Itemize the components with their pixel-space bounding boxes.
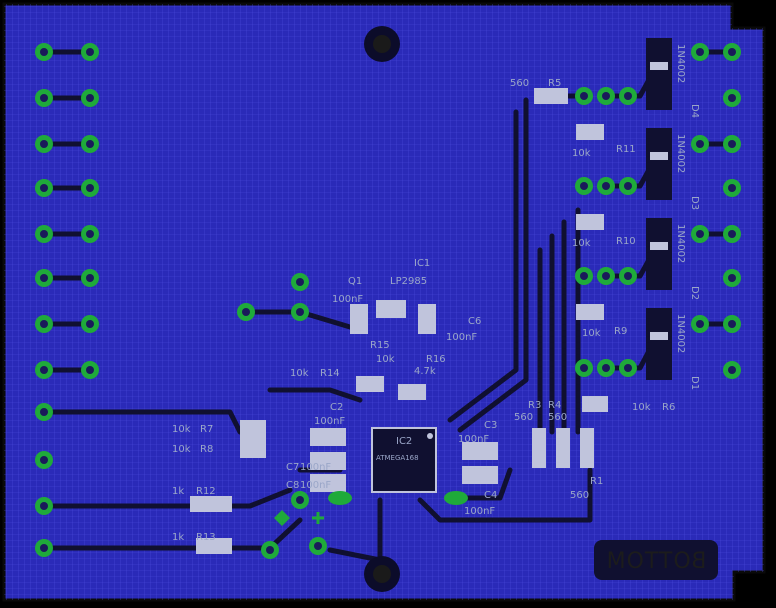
label-r14-value: 10k — [290, 368, 309, 379]
label-r3-value: 560 — [514, 412, 533, 423]
label-r16-value: 4.7k — [414, 366, 436, 377]
label-d4-value: 1N4002 — [675, 44, 686, 83]
label-r11-ref: R11 — [616, 144, 636, 155]
label-q1-ref: Q1 — [348, 276, 362, 287]
label-r11-value: 10k — [572, 148, 591, 159]
label-d2-ref: D2 — [689, 286, 700, 300]
label-r15-value: 10k — [376, 354, 395, 365]
label-r13-ref: R13 — [196, 532, 216, 543]
label-c3-value: 100nF — [458, 434, 489, 445]
label-r4-value: 560 — [548, 412, 567, 423]
label-r13-value: 1k — [172, 532, 184, 543]
label-c6-value: 100nF — [446, 332, 477, 343]
silkscreen-labels: R5 560 R11 10k R10 10k R9 10k R6 10k R4 … — [172, 78, 675, 543]
label-ic2-value: ATMEGA168 — [376, 454, 419, 462]
label-d2-value: 1N4002 — [675, 224, 686, 263]
bottom-side-marker: BOTTOM — [594, 540, 718, 580]
label-ic2-ref: IC2 — [396, 436, 412, 447]
label-r8-ref: R8 — [200, 444, 213, 455]
label-r12-value: 1k — [172, 486, 184, 497]
label-ic1-ref: IC1 — [414, 258, 430, 269]
vias — [261, 491, 468, 559]
label-c6-ref: C6 — [468, 316, 481, 327]
mounting-holes — [364, 26, 400, 592]
label-r8-value: 10k — [172, 444, 191, 455]
label-d3-value: 1N4002 — [675, 134, 686, 173]
diode-bodies — [646, 38, 672, 380]
label-c4-ref: C4 — [484, 490, 497, 501]
label-r4-ref: R4 — [548, 400, 561, 411]
label-ic1-value: LP2985 — [390, 276, 427, 287]
label-r10-value: 10k — [572, 238, 591, 249]
label-r5-ref: R5 — [548, 78, 561, 89]
label-r15-ref: R15 — [370, 340, 390, 351]
label-r1-value: 560 — [570, 490, 589, 501]
label-c8-value: 100nF — [300, 480, 331, 491]
bottom-side-label: BOTTOM — [606, 549, 707, 574]
smd-footprints — [190, 88, 608, 554]
label-r12-ref: R12 — [196, 486, 216, 497]
label-r14-ref: R14 — [320, 368, 340, 379]
label-r7-ref: R7 — [200, 424, 213, 435]
label-r10-ref: R10 — [616, 236, 636, 247]
label-c4-value: 100nF — [464, 506, 495, 517]
label-d4-ref: D4 — [689, 104, 700, 118]
label-c3-ref: C3 — [484, 420, 497, 431]
label-r7-value: 10k — [172, 424, 191, 435]
ic2-package — [371, 427, 437, 493]
label-r3-ref: R3 — [528, 400, 541, 411]
label-c2-value: 100nF — [314, 416, 345, 427]
label-c7-value: 100nF — [300, 462, 331, 473]
label-r6-value: 10k — [632, 402, 651, 413]
label-d1-ref: D1 — [689, 376, 700, 390]
label-c1-value: 100nF — [332, 294, 363, 305]
label-c2-ref: C2 — [330, 402, 343, 413]
label-r5-value: 560 — [510, 78, 529, 89]
label-r16-ref: R16 — [426, 354, 446, 365]
label-d3-ref: D3 — [689, 196, 700, 210]
label-d1-value: 1N4002 — [675, 314, 686, 353]
label-c7-ref: C7 — [286, 462, 299, 473]
label-r1-ref: R1 — [590, 476, 603, 487]
label-r9-value: 10k — [582, 328, 601, 339]
label-r9-ref: R9 — [614, 326, 627, 337]
label-r6-ref: R6 — [662, 402, 675, 413]
diode-labels: D4 1N4002 D3 1N4002 D2 1N4002 D1 1N4002 — [675, 44, 700, 390]
label-c8-ref: C8 — [286, 480, 299, 491]
